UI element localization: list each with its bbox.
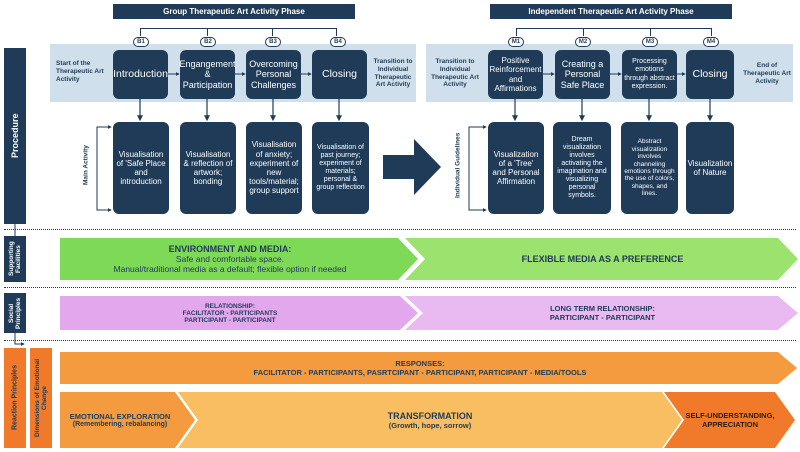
activity-b4: Visualisation of past journey; experimen… <box>312 122 369 214</box>
bracket-tick <box>207 28 208 36</box>
end-label: End of Therapeutic Art Activity <box>743 62 791 85</box>
badge-b1: B1 <box>133 37 149 47</box>
badge-b4: B4 <box>330 37 346 47</box>
transition-in-label: Transition to Individual Therapeutic Art… <box>431 58 479 89</box>
activity-b1: Visualisation of 'Safe Place and introdu… <box>113 122 169 214</box>
activity-m4: Visualization of Nature <box>686 122 734 214</box>
supporting-title: ENVIRONMENT AND MEDIA: <box>168 244 292 254</box>
bracket-tick <box>516 28 517 36</box>
badge-m3: M3 <box>642 37 658 47</box>
step-b3-overcoming: Overcoming Personal Challenges <box>246 50 301 99</box>
step-b1-introduction: Introduction <box>113 50 168 99</box>
bracket-tick <box>272 28 273 36</box>
independent-phase-banner: Independent Therapeutic Art Activity Pha… <box>490 4 732 19</box>
stage2-title: TRANSFORMATION <box>387 410 473 421</box>
badge-m1: M1 <box>508 37 524 47</box>
responses-line: FACILITATOR - PARTICIPANTS, PASRTCIPANT … <box>253 368 587 377</box>
emotional-band-3 <box>664 392 795 448</box>
dimensions-emotional-change-label: Dimensions of Emotional Change <box>30 348 52 448</box>
bracket-tick <box>336 28 337 36</box>
social-band-left <box>60 296 418 330</box>
social-principles-label: Social Principles <box>4 293 26 333</box>
bracket-tick <box>583 28 584 36</box>
group-bracket-line <box>140 28 336 29</box>
stage2-sub: (Growth, hope, sorrow) <box>388 420 472 430</box>
emotional-band-2 <box>178 392 682 448</box>
start-label: Start of the Therapeutic Art Activity <box>56 60 104 83</box>
supporting-right-text: FLEXIBLE MEDIA AS A PREFERENCE <box>430 238 775 280</box>
emotional-band-1 <box>60 392 195 448</box>
activity-m1: Visualization of a 'Tree' and Personal A… <box>488 122 544 214</box>
supporting-band-left <box>60 238 418 280</box>
phase-transition-arrow <box>383 139 441 195</box>
left-tab-connectors <box>14 224 25 346</box>
social-left-line1: FACILITATOR - PARTICIPANTS <box>182 309 278 317</box>
social-right-line1: PARTICIPANT - PARTICIPANT <box>549 313 656 322</box>
vertical-arrows <box>137 99 713 122</box>
badge-b3: B3 <box>265 37 281 47</box>
supporting-band-right <box>405 238 798 280</box>
stage1-sub: (Remembering, rebalancing) <box>72 421 168 428</box>
reaction-principles-label: Reaction Principles <box>4 348 26 448</box>
step-b4-closing: Closing <box>312 50 367 99</box>
supporting-left-text: ENVIRONMENT AND MEDIA: Safe and comforta… <box>70 238 390 280</box>
supporting-right: FLEXIBLE MEDIA AS A PREFERENCE <box>521 254 684 264</box>
emotional-stage-3: SELF-UNDERSTANDING, APPRECIATION <box>680 392 780 448</box>
badge-m2: M2 <box>575 37 591 47</box>
activity-m2: Dream visualization involves activating … <box>553 122 611 214</box>
social-right-text: LONG TERM RELATIONSHIP: PARTICIPANT - PA… <box>430 296 775 330</box>
badge-m4: M4 <box>703 37 719 47</box>
social-right-title: LONG TERM RELATIONSHIP: <box>550 304 655 313</box>
row-divider <box>4 229 796 230</box>
stage1-title: EMOTIONAL EXPLORATION <box>69 412 171 421</box>
row-divider <box>4 340 796 341</box>
bracket-tick <box>650 28 651 36</box>
step-m1-positive-reinforcement: Positive Reinforcement and Affirmations <box>488 50 543 99</box>
main-activity-bracket <box>96 125 487 212</box>
emotional-stage-2: TRANSFORMATION (Growth, hope, sorrow) <box>200 392 660 448</box>
responses-text: RESPONSES: FACILITATOR - PARTICIPANTS, P… <box>70 352 770 384</box>
row-divider <box>4 287 796 288</box>
social-left-title: RELATIONSHIP: <box>204 302 256 310</box>
step-m3-processing-emotions: Processing emotions through abstract exp… <box>622 50 677 99</box>
activity-b2: Visualisation & reflection of artwork; b… <box>180 122 236 214</box>
supporting-line2: Manual/traditional media as a default; f… <box>113 264 347 274</box>
activity-m3: Abstract visualization involves channeli… <box>621 122 678 214</box>
responses-band <box>60 352 797 384</box>
social-left-text: RELATIONSHIP: FACILITATOR - PARTICIPANTS… <box>70 296 390 330</box>
step-m4-closing: Closing <box>686 50 734 99</box>
emotional-stage-1: EMOTIONAL EXPLORATION (Remembering, reba… <box>62 392 178 448</box>
social-left-line2: PARTICIPANT - PARTICIPANT <box>184 316 276 324</box>
bracket-tick <box>711 28 712 36</box>
independent-bracket-line <box>516 28 712 29</box>
supporting-line1: Safe and comfortable space. <box>175 254 285 264</box>
group-phase-banner: Group Therapeutic Art Activity Phase <box>113 4 355 19</box>
stage3-title: SELF-UNDERSTANDING, APPRECIATION <box>685 411 775 429</box>
step-m2-safe-place: Creating a Personal Safe Place <box>555 50 610 99</box>
transition-out-label: Transition to Individual Therapeutic Art… <box>373 58 413 89</box>
bracket-tick <box>140 28 141 36</box>
social-band-right <box>405 296 798 330</box>
responses-title: RESPONSES: <box>395 359 445 368</box>
step-b2-engagement: Engangement & Participation <box>179 50 236 99</box>
badge-b2: B2 <box>200 37 216 47</box>
supporting-facilities-label: Supporting Facilities <box>4 236 26 282</box>
activity-b3: Visualisation of anxiety; experiment of … <box>246 122 302 214</box>
